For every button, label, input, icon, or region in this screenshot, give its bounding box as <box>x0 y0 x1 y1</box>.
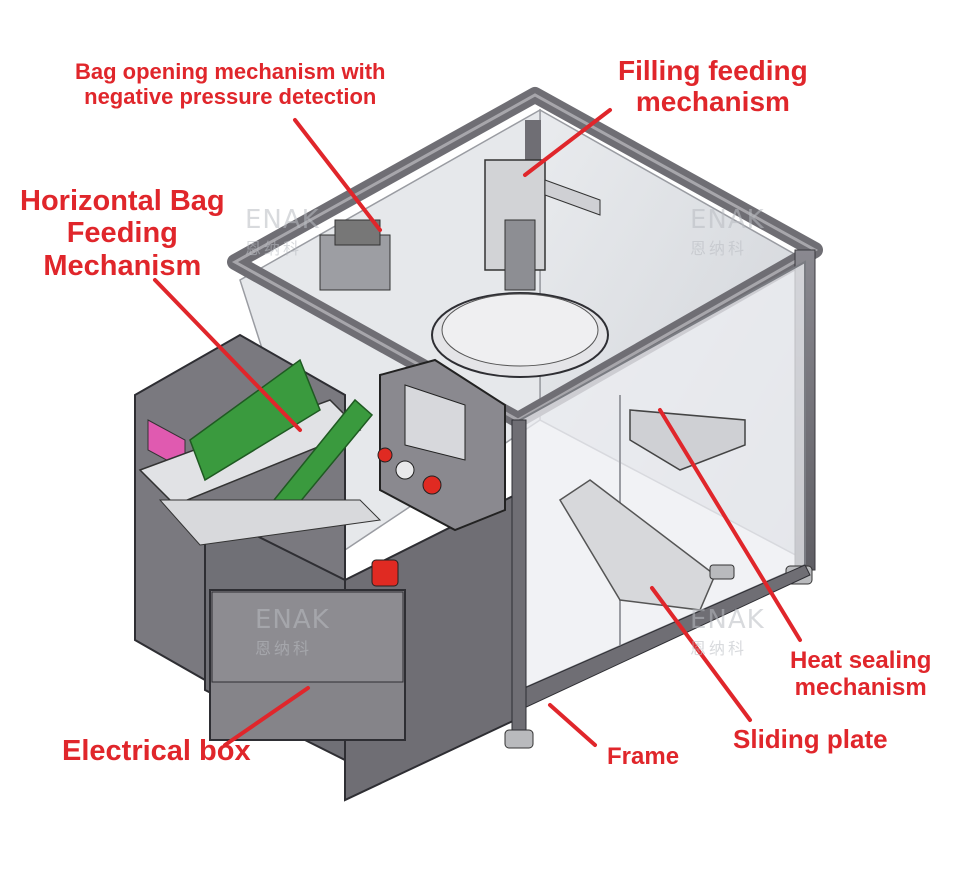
label-sliding-plate: Sliding plate <box>733 724 888 754</box>
base-frame <box>511 419 811 731</box>
leader-horizontal-bag-feeding <box>153 278 302 432</box>
leader-filling-feeding <box>523 108 612 177</box>
bag-opening-unit <box>319 219 391 291</box>
rotary-turntable <box>431 292 609 378</box>
label-filling-feeding: Filling feeding mechanism <box>618 55 808 118</box>
leader-bag-opening <box>293 118 382 232</box>
label-electrical-box: Electrical box <box>62 735 251 767</box>
control-panel <box>377 358 506 532</box>
leader-lines <box>153 108 802 747</box>
label-heat-sealing: Heat sealing mechanism <box>790 647 932 701</box>
label-frame: Frame <box>607 743 680 770</box>
heat-sealing-unit <box>629 409 746 471</box>
label-horizontal-bag-feeding: Horizontal Bag Feeding Mechanism <box>20 185 225 282</box>
leader-heat-sealing <box>658 408 802 642</box>
sliding-plate-shape <box>558 479 716 611</box>
label-bag-opening: Bag opening mechanism with negative pres… <box>75 59 386 109</box>
bag-feeding-unit <box>138 358 382 546</box>
leader-sliding-plate <box>650 586 752 722</box>
leader-frame <box>548 703 597 747</box>
filling-station <box>484 159 601 291</box>
leader-electrical-box <box>223 686 310 747</box>
